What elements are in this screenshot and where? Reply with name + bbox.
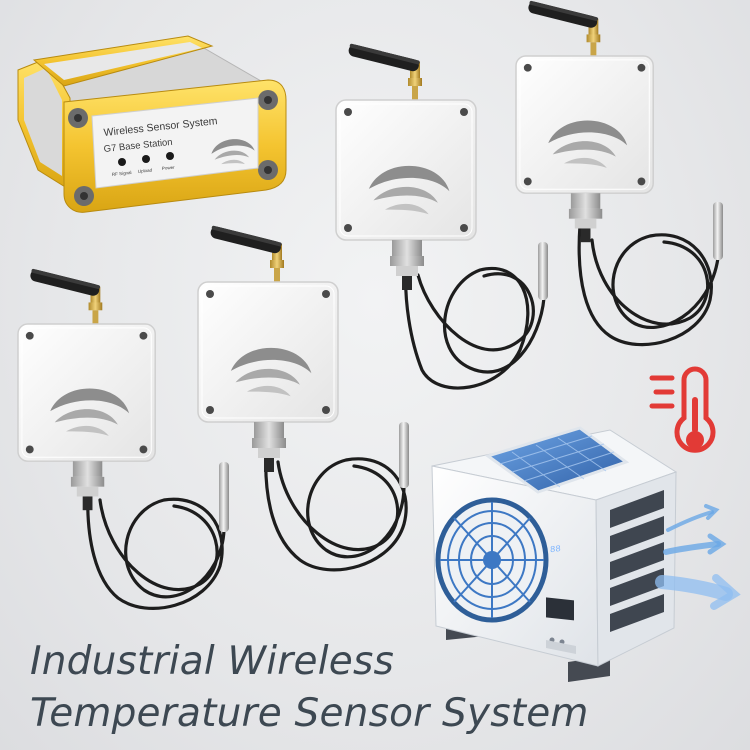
sensor-unit-1 — [18, 269, 155, 511]
probe-4 — [713, 202, 723, 260]
sensor-cables — [86, 223, 720, 610]
probe-1 — [219, 462, 229, 532]
headline: Industrial Wireless Temperature Sensor S… — [30, 636, 589, 740]
probe-3 — [538, 242, 548, 300]
temperature-probes — [219, 202, 723, 532]
upload-led — [142, 155, 150, 163]
power-led — [166, 152, 174, 160]
ac-display: 88 — [550, 543, 561, 555]
probe-2 — [399, 422, 409, 488]
airflow-arrows-icon — [655, 504, 741, 610]
headline-line-1: Industrial Wireless — [30, 639, 394, 684]
sensor-unit-4 — [516, 1, 653, 243]
indicator-label-power: Power — [162, 165, 176, 171]
sensor-unit-2 — [198, 225, 338, 472]
headline-line-2: Temperature Sensor System — [30, 691, 589, 736]
air-conditioner-unit: 88 — [431, 426, 678, 682]
sensor-unit-3 — [336, 43, 476, 290]
indicator-label-upload: Upload — [138, 167, 153, 174]
base-station: Wireless Sensor System G7 Base Station R… — [17, 35, 287, 213]
indicator-label-rf: RF Signal — [112, 170, 132, 177]
thermometer-icon — [649, 366, 716, 453]
rf-signal-led — [118, 158, 126, 166]
